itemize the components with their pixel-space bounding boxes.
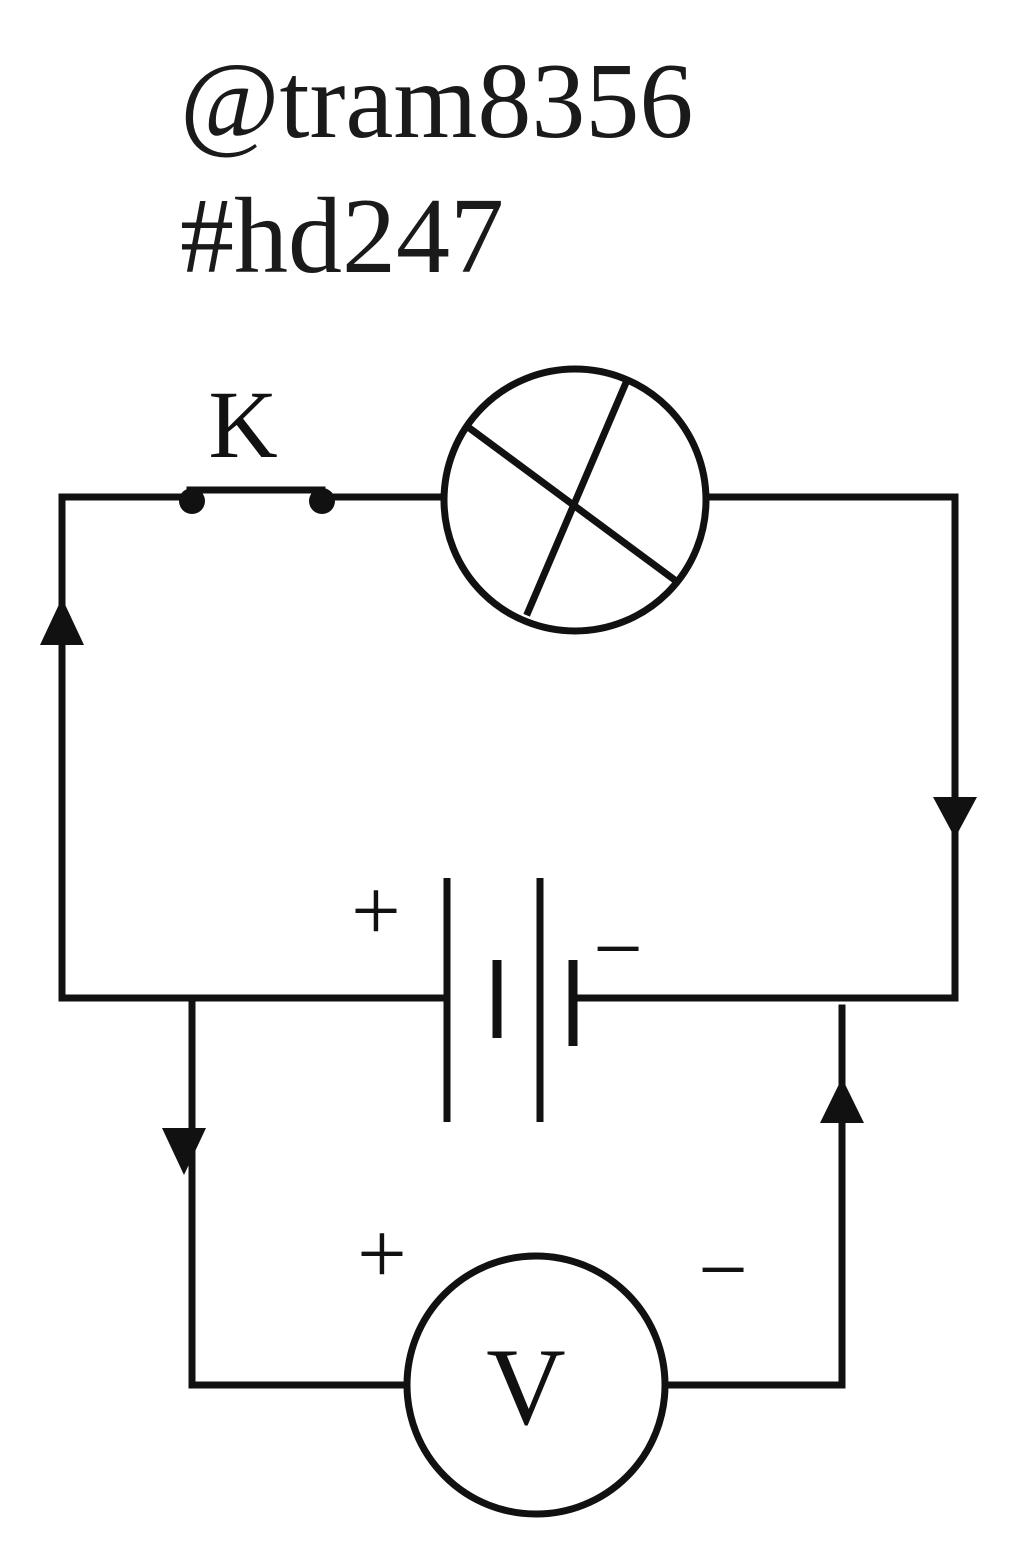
caption-tag: #hd247 xyxy=(180,177,504,296)
battery-plus-label: + xyxy=(351,863,401,960)
switch-label: K xyxy=(208,371,277,478)
arrow-up-left xyxy=(40,598,84,645)
caption-handle: @tram8356 xyxy=(180,42,694,161)
voltmeter-minus-label: − xyxy=(698,1222,748,1319)
battery-minus-label: − xyxy=(593,901,643,998)
switch-contact-right xyxy=(309,488,335,514)
arrow-up-voltmeter-right xyxy=(820,1078,864,1123)
arrow-down-right xyxy=(933,797,977,838)
lamp-cross-b xyxy=(523,380,630,617)
arrow-down-voltmeter-left xyxy=(162,1128,206,1175)
switch-contact-left xyxy=(179,488,205,514)
voltmeter-label: V xyxy=(486,1326,565,1448)
voltmeter-plus-label: + xyxy=(357,1206,407,1303)
lamp-symbol xyxy=(440,365,710,635)
voltmeter-symbol xyxy=(403,1252,669,1518)
